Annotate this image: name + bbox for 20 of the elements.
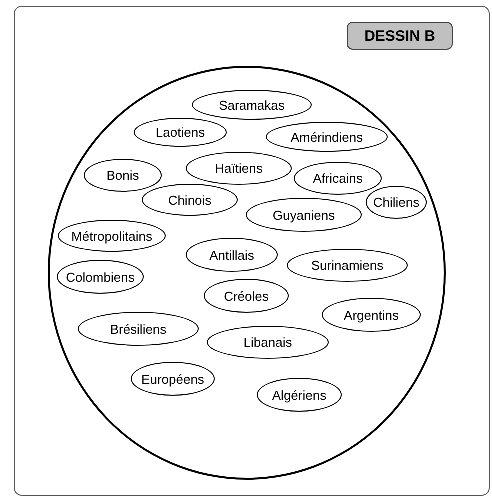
ellipse-node: Haïtiens — [186, 152, 292, 185]
ellipse-node: Chinois — [142, 184, 238, 216]
ellipse-node: Algériens — [257, 378, 342, 412]
ellipse-node: Créoles — [204, 279, 289, 313]
ellipse-node: Antillais — [186, 238, 278, 272]
ellipse-node: Chiliens — [366, 186, 427, 219]
ellipse-node: Européens — [131, 362, 215, 396]
ellipse-node: Colombiens — [57, 260, 144, 294]
ellipse-node: Libanais — [207, 326, 329, 359]
ellipse-node: Brésiliens — [78, 312, 199, 346]
ellipse-node: Saramakas — [192, 90, 312, 120]
ellipse-node: Bonis — [84, 159, 162, 192]
ellipse-node: Argentins — [322, 298, 421, 332]
ellipse-node: Surinamiens — [287, 249, 408, 282]
ellipse-node: Laotiens — [134, 118, 227, 147]
title-tag: DESSIN B — [347, 22, 453, 50]
ellipse-node: Guyaniens — [246, 198, 362, 232]
ellipse-node: Africains — [294, 162, 382, 195]
ellipse-node: Métropolitains — [58, 220, 166, 252]
ellipse-node: Amérindiens — [266, 122, 388, 152]
